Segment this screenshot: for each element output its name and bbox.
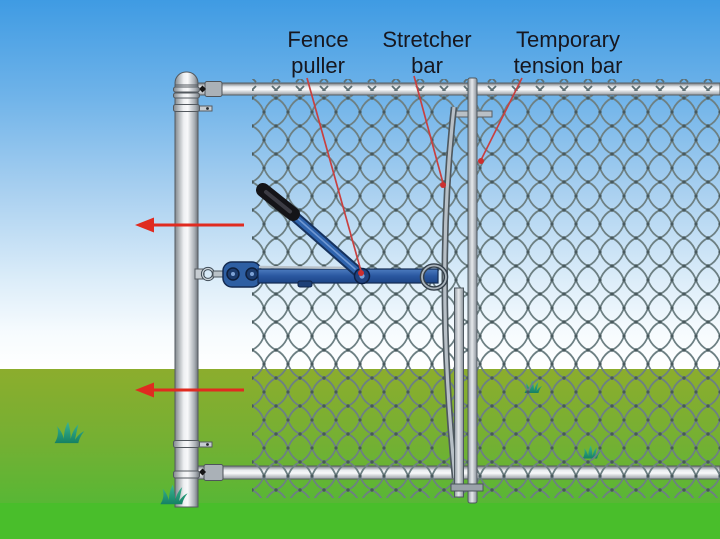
stretcher-bar-lower (454, 287, 464, 498)
grass-foreground-strip (0, 503, 720, 539)
grass-tuft (54, 421, 85, 444)
bars-group (441, 77, 493, 504)
pull-direction-arrow-lower (135, 382, 244, 398)
bar-bottom-clamp (450, 483, 484, 492)
mesh-knuckles-row (252, 79, 720, 91)
temporary-tension-bar (467, 77, 478, 504)
leader-line-tension-bar (478, 77, 523, 164)
fence-puller (194, 183, 449, 291)
puller-main-bar (257, 268, 439, 284)
label-temporary-tension-bar: Temporary tension bar (496, 27, 640, 79)
chain-link-mesh (252, 95, 720, 498)
label-fence-puller: Fence puller (258, 27, 378, 79)
puller-rod (258, 265, 359, 270)
rail-bolt (198, 468, 207, 476)
label-line: tension bar (513, 53, 623, 78)
post-band (173, 470, 200, 479)
label-line: Temporary (516, 27, 620, 52)
post-band-clamp (173, 440, 213, 448)
label-line: Stretcher (382, 27, 472, 52)
pull-direction-arrow-upper (135, 217, 244, 233)
arrow-left-icon (135, 217, 154, 233)
label-stretcher-bar: Stretcher bar (368, 27, 486, 79)
leader-line-fence-puller (306, 77, 364, 276)
label-line: puller (291, 53, 345, 78)
leader-line-stretcher-bar (413, 75, 446, 188)
puller-hook (297, 280, 313, 288)
rail-end-fitting (204, 81, 223, 97)
post-band-clamp (173, 104, 213, 112)
end-post (173, 71, 213, 508)
arrow-left-icon (135, 382, 154, 398)
rail-end-fitting (203, 464, 224, 481)
label-line: bar (411, 53, 443, 78)
rail-bolt (198, 85, 207, 93)
label-line: Fence (287, 27, 349, 52)
